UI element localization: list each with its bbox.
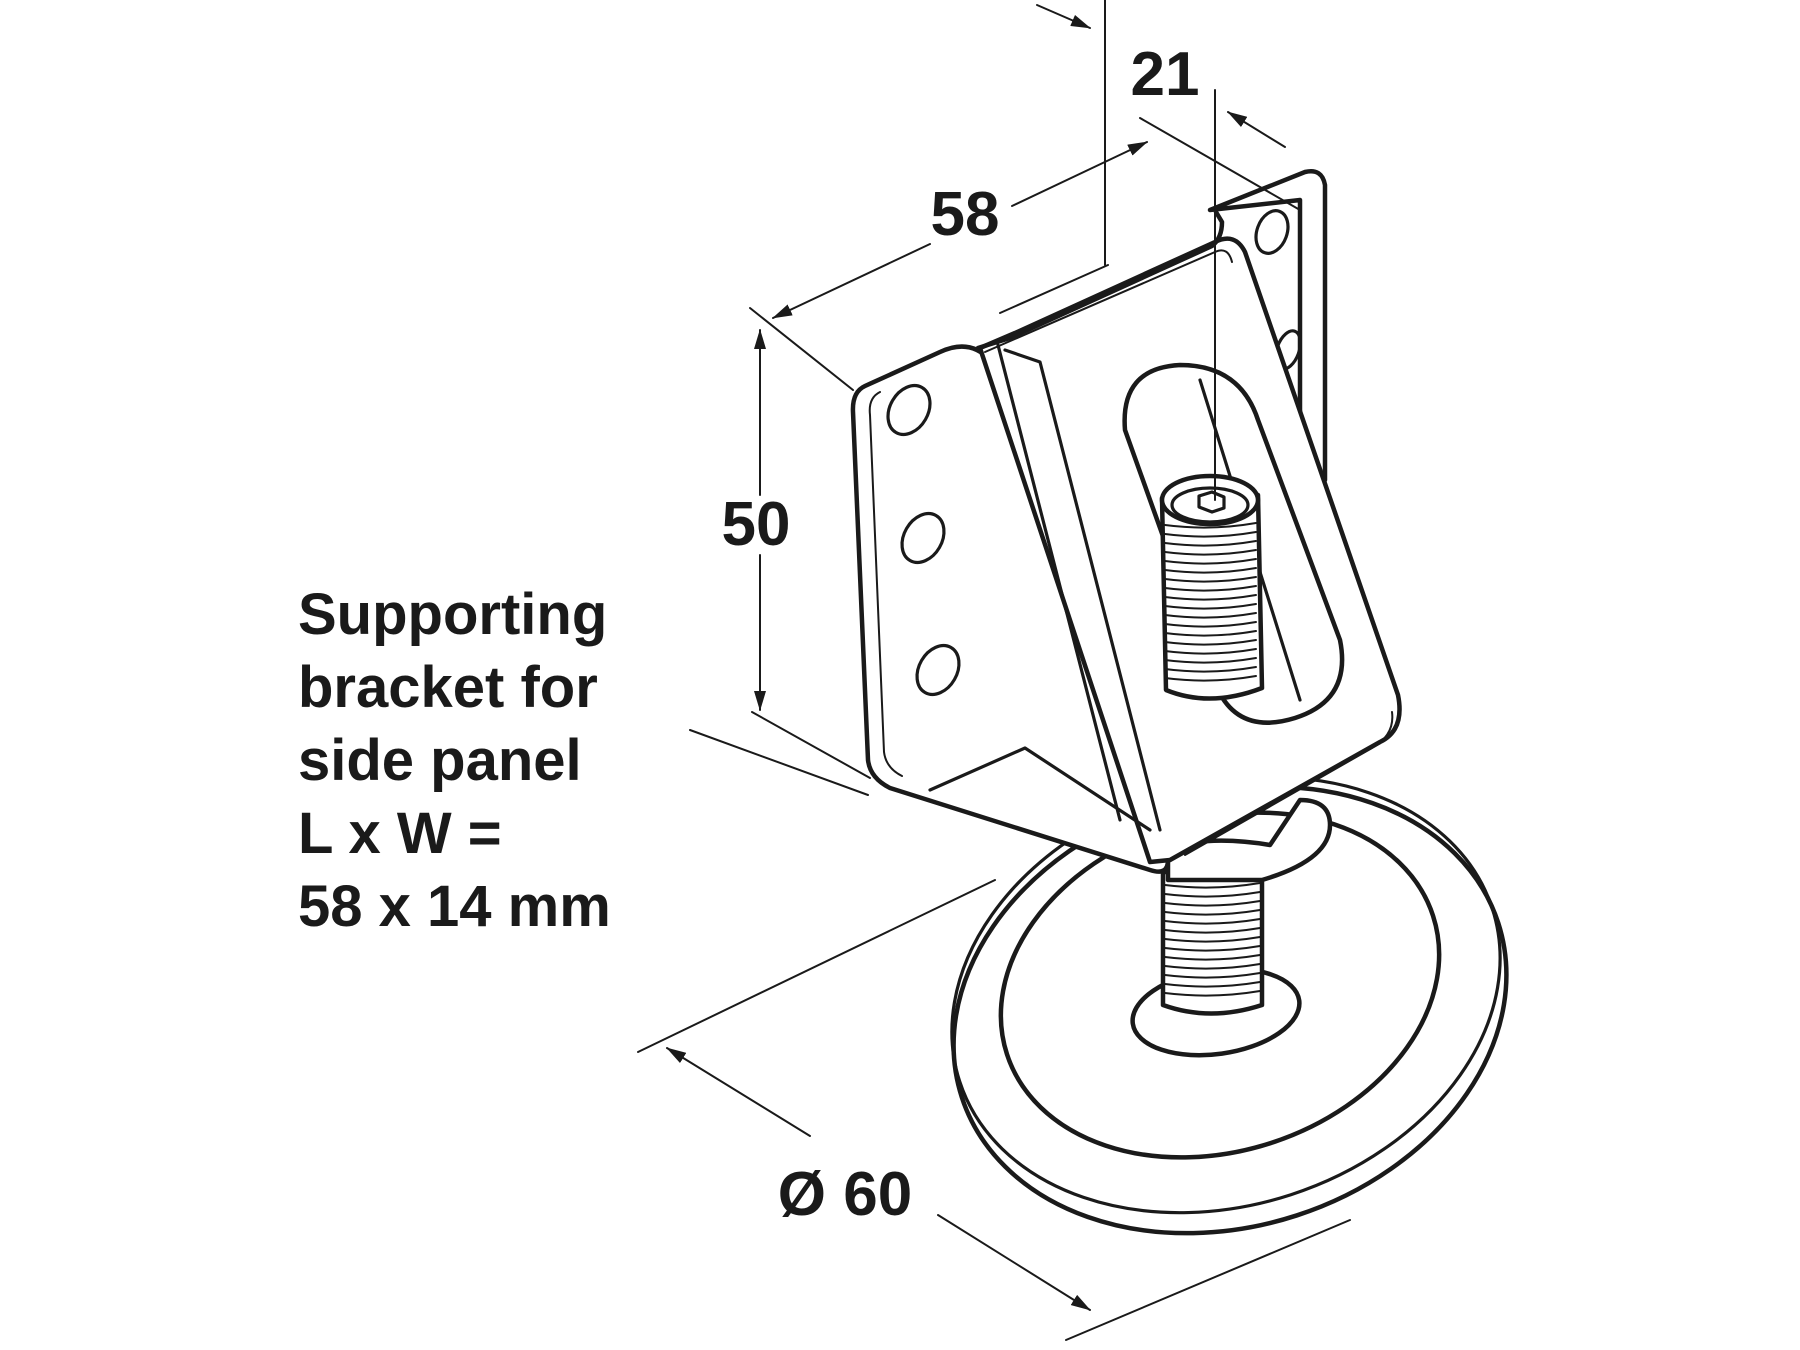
dimension-width: 21 (1036, 0, 1286, 501)
description-line: Supporting (298, 582, 608, 647)
threaded-spindle (1160, 869, 1265, 1016)
dimension-height-value: 50 (722, 490, 791, 559)
supporting-bracket (850, 169, 1402, 874)
thread-ridge (1164, 936, 1261, 943)
dimension-diameter: Ø 60 (637, 879, 1351, 1341)
thread-ridge (1164, 603, 1257, 610)
thread-ridge (1164, 648, 1257, 655)
thread-ridge (1164, 576, 1257, 583)
thread-ridge (1164, 882, 1261, 889)
thread-ridge (1164, 945, 1261, 952)
thread-ridge (1164, 612, 1257, 619)
thread-ridge (1164, 900, 1261, 907)
label-leader-line (689, 729, 869, 796)
thread-ridge (1164, 585, 1257, 592)
thread-ridge (1164, 891, 1261, 898)
hex-socket-icon (1197, 490, 1226, 514)
description-line: bracket for (298, 655, 598, 720)
dimension-height: 50 (722, 329, 871, 779)
thread-ridge (1164, 972, 1261, 979)
thread-ridge (1164, 567, 1257, 574)
dimension-length: 58 (749, 117, 1301, 391)
thread-ridge (1164, 630, 1257, 637)
thread-ridge (1164, 522, 1257, 529)
thread-ridge (1164, 639, 1257, 646)
description-line: 58 x 14 mm (298, 874, 611, 939)
thread-ridge (1164, 540, 1257, 547)
description-line: L x W = (298, 801, 502, 866)
product-description: Supporting bracket for side panel L x W … (298, 578, 611, 943)
thread-ridge (1164, 981, 1261, 988)
thread-ridge (1164, 558, 1257, 565)
thread-ridge (1164, 549, 1257, 556)
thread-ridge (1164, 666, 1257, 673)
thread-ridge (1164, 927, 1261, 934)
thread-ridge (1164, 531, 1257, 538)
thread-ridge (1164, 675, 1257, 682)
dimension-width-value: 21 (1131, 40, 1200, 109)
description-line: side panel (298, 728, 582, 793)
spindle-collar (1165, 797, 1333, 883)
dimension-length-value: 58 (931, 180, 1000, 249)
thread-ridge (1164, 594, 1257, 601)
dimension-diameter-value: Ø 60 (778, 1160, 912, 1229)
thread-ridge (1164, 657, 1257, 664)
thread-ridge (1164, 621, 1257, 628)
thread-ridge (1164, 990, 1261, 997)
thread-ridge (1164, 918, 1261, 925)
thread-ridge (1164, 963, 1261, 970)
thread-ridge (1164, 954, 1261, 961)
thread-ridge (1164, 909, 1261, 916)
